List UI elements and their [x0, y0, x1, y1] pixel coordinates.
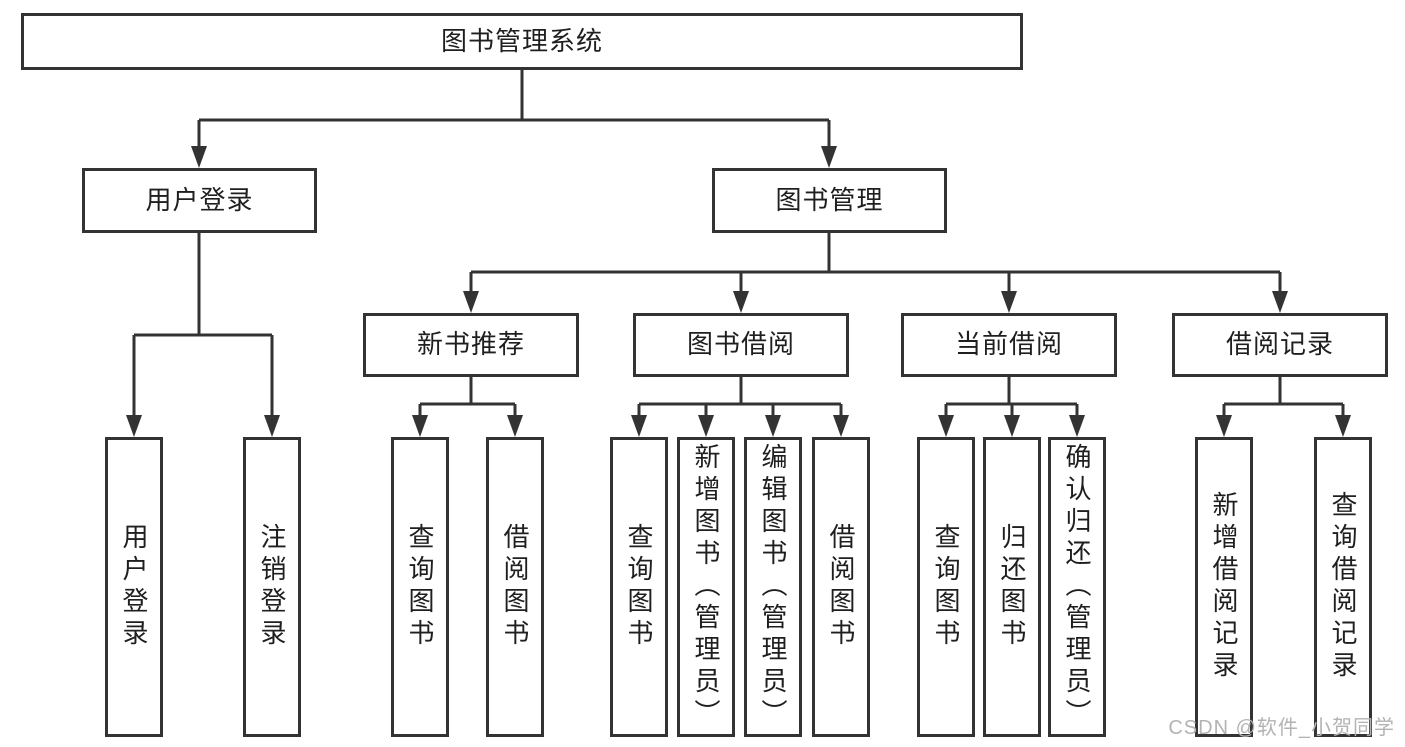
leaf-borrow-books: 借阅图书 [812, 437, 870, 737]
node-library-system: 图书管理系统 [21, 13, 1023, 70]
leaf-borrow-books: 借阅图书 [486, 437, 544, 737]
leaf-return-book: 归还图书 [983, 437, 1041, 737]
node-current-borrow: 当前借阅 [901, 313, 1117, 377]
watermark: CSDN @软件_小贺同学 [1168, 717, 1395, 739]
leaf-add-borrow-record: 新增借阅记录 [1195, 437, 1253, 737]
leaf-query-borrow-record: 查询借阅记录 [1314, 437, 1372, 737]
node-book-management: 图书管理 [712, 168, 947, 233]
leaf-query-books: 查询图书 [391, 437, 449, 737]
node-book-borrow: 图书借阅 [633, 313, 849, 377]
node-new-book-recommend: 新书推荐 [363, 313, 579, 377]
leaf-add-book-admin: 新增图书（管理员） [677, 437, 735, 737]
leaf-query-books: 查询图书 [917, 437, 975, 737]
leaf-user-login: 用户登录 [105, 437, 163, 737]
node-user-login: 用户登录 [82, 168, 317, 233]
leaf-confirm-return-admin: 确认归还（管理员） [1048, 437, 1106, 737]
leaf-query-books: 查询图书 [610, 437, 668, 737]
leaf-edit-book-admin: 编辑图书（管理员） [744, 437, 802, 737]
node-borrow-records: 借阅记录 [1172, 313, 1388, 377]
leaf-logout: 注销登录 [243, 437, 301, 737]
